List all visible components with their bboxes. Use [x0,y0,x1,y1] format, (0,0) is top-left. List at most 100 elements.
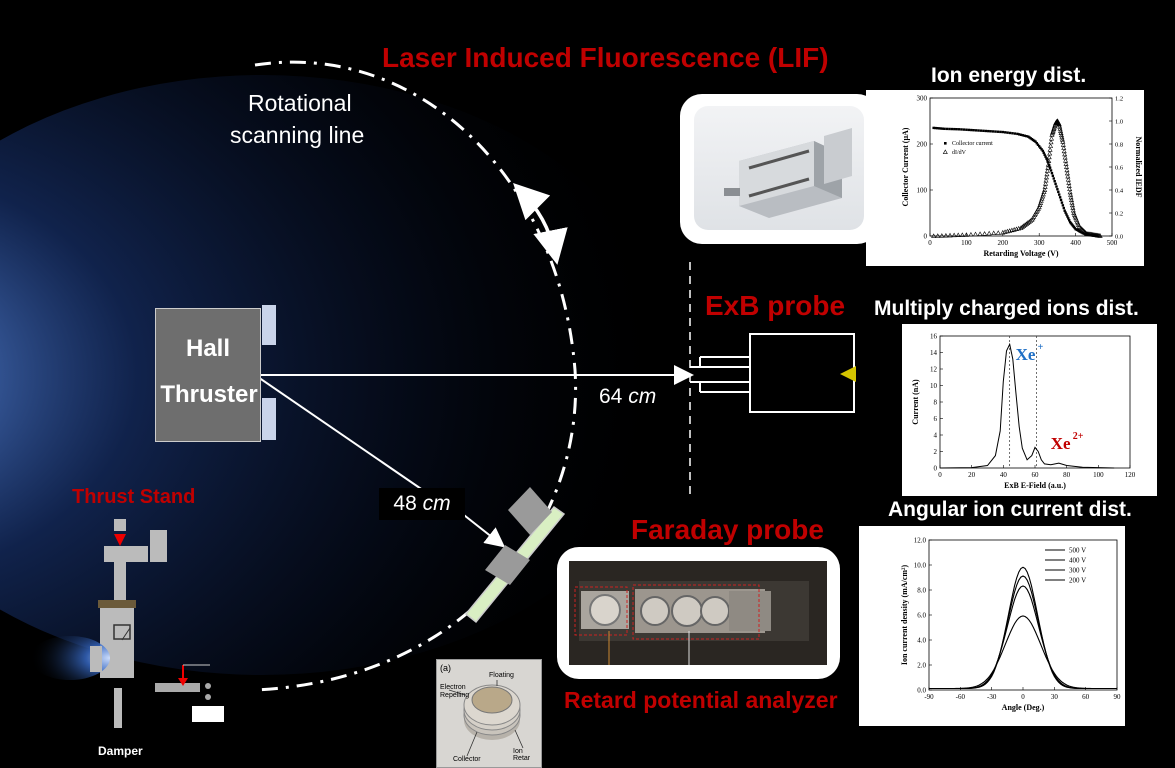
iedf-collector-point [970,128,973,132]
iedf-xlabel: Retarding Voltage (V) [983,249,1058,258]
iedf-didv-point [1044,168,1050,173]
iedf-collector-point [1061,204,1065,207]
iedf-didv-point [1057,123,1063,129]
angular-series-200v [929,615,1117,690]
iedf-didv-point [963,232,969,237]
iedf-collector-point [1065,213,1068,216]
rotational-scanning-arc [254,60,578,692]
iedf-collector-point [1025,134,1028,138]
xe-plus-superscript: + [1038,342,1044,353]
iedf-collector-point [957,128,961,131]
iedf-didv-point [1028,218,1034,223]
iedf-didv-point [1050,129,1056,134]
iedf-collector-point [960,128,963,131]
angular-legend-label: 300 V [1069,567,1086,575]
iedf-collector-point [1048,166,1052,169]
iedf-collector-point [934,126,937,130]
iedf-collector-point [1051,174,1055,178]
iedf-collector-point [939,127,943,130]
angular-xlabel: Angle (Deg.) [1002,703,1045,712]
iedf-didv-point [1082,229,1088,234]
iedf-didv-point [1051,126,1057,131]
xe2-plus-superscript: 2+ [1073,431,1084,442]
iedf-plot-frame [929,97,1113,237]
iedf-ytick-right-label: 0.4 [1115,188,1124,195]
iedf-collector-point [1017,133,1021,136]
iedf-legend-triangle [942,149,948,154]
iedf-collector-point [1008,131,1012,135]
iedf-collector-point [1029,137,1032,140]
iedf-didv-point [947,232,953,238]
iedf-didv-point [972,231,979,237]
iedf-didv-point [1042,184,1048,189]
exb-xtick-label: 60 [1032,471,1040,479]
iedf-didv-point [1048,143,1054,148]
rpa-label-a: (a) [440,663,451,673]
exb-xtick-label: 0 [938,471,942,479]
angular-xtick-label: 0 [1021,693,1025,701]
iedf-didv-point [986,230,992,236]
exb-xtick-label: 40 [1000,471,1008,479]
iedf-ytick-right-label: 0.8 [1115,142,1123,149]
angular-legend-label: 500 V [1069,547,1086,555]
iedf-didv-point [1059,136,1065,142]
thrust-stand-schematic [30,519,224,728]
angular-xtick-label: -90 [924,693,934,701]
iedf-didv-point [1036,204,1042,210]
iedf-didv-point [968,231,974,237]
iedf-didv-point [1060,139,1066,144]
iedf-collector-point [1043,153,1046,156]
iedf-collector-point [1062,206,1065,210]
exb-ytick-label: 10 [930,382,938,390]
angular-legend-label: 200 V [1069,577,1086,585]
iedf-collector-point [955,128,958,131]
iedf-collector-point [967,128,971,132]
iedf-didv-point [1051,124,1057,130]
iedf-collector-point [1050,171,1054,175]
line-to-faraday [254,374,431,496]
iedf-didv-point [1038,200,1044,205]
exb-ylabel: Current (nA) [911,379,920,425]
iedf-collector-point [1059,198,1063,202]
iedf-collector-point [948,127,951,131]
iedf-didv-point [1039,196,1045,201]
iedf-collector-point [1036,143,1040,146]
iedf-collector-point [1067,217,1070,220]
angular-series-400v [929,575,1117,690]
iedf-collector-point [1063,209,1066,212]
iedf-collector-point [1001,130,1004,134]
iedf-didv-point [951,232,957,238]
exb-xtick-label: 100 [1093,471,1104,479]
iedf-collector-point [1041,149,1045,153]
iedf-collector-point [1027,135,1030,138]
iedf-didv-point [1079,226,1085,232]
exb-ytick-label: 14 [930,349,938,357]
distance-64-value: 64 [599,385,623,408]
exb-ytick-label: 4 [934,432,938,440]
iedf-collector-point [1078,229,1081,233]
iedf-collector-point [1023,134,1026,137]
iedf-xtick-label: 100 [961,239,972,247]
rotational-label-2: scanning line [230,122,365,148]
iedf-didv-point [1049,132,1055,137]
iedf-didv-point [1097,233,1103,238]
distance-48cm: 48 cm [379,488,465,520]
iedf-didv-point [1058,130,1064,135]
iedf-didv-point [1040,193,1046,199]
rpa-label-repelling: Repelling [440,692,470,699]
iedf-legend-didv: dI/dV [952,150,967,156]
iedf-collector-point [1079,230,1082,234]
iedf-collector-point [1066,215,1069,218]
iedf-ytick-label: 200 [917,141,928,149]
iedf-ytick-right-label: 0.6 [1115,165,1124,172]
iedf-collector-point [1042,151,1045,155]
iedf-didv-point [931,233,937,238]
iedf-didv-point [1045,165,1051,170]
iedf-collector-point [1075,228,1079,231]
iedf-collector-point [1021,134,1025,137]
iedf-collector-point [953,127,956,131]
iedf-xtick-label: 200 [998,239,1009,247]
